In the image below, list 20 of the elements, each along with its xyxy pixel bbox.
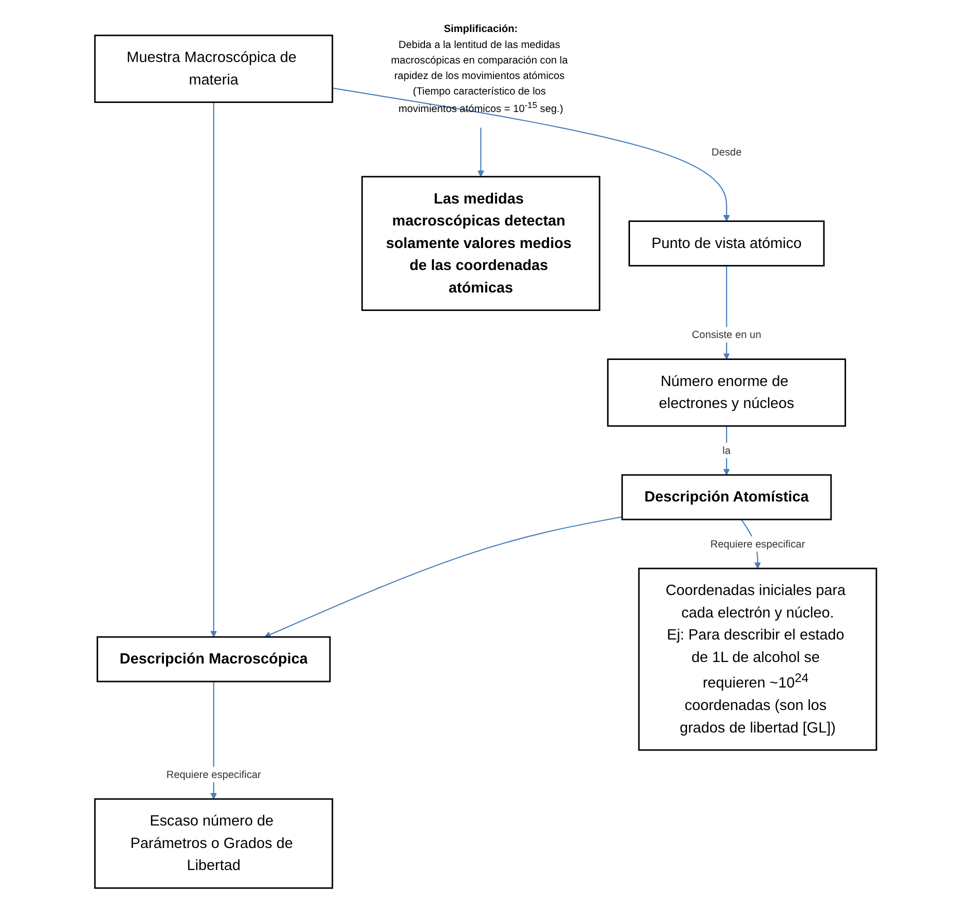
node-box: Muestra Macroscópica de materia bbox=[94, 34, 334, 103]
edge-label: Consiste en un bbox=[692, 328, 762, 340]
arrow bbox=[264, 516, 623, 638]
node-box: Escaso número de Parámetros o Grados de Libertad bbox=[94, 798, 334, 889]
edge-label: Requiere especificar bbox=[710, 538, 806, 550]
edge-label: Desde bbox=[712, 146, 742, 158]
node-box: Las medidas macroscópicas detectan solamente valores medios de las coordenadas atómicas bbox=[362, 176, 601, 311]
arrow bbox=[332, 88, 730, 222]
node-text: Simplificación: Debida a la lentitud de las medidas macroscópicas en comparación con la rapidez de los movimientos atómicos (Tiempo característico de los movimientos atómicos = 10$^{-15}$ seg.) bbox=[391, 22, 568, 114]
node-box: Descripción Macroscópica bbox=[96, 636, 332, 682]
node-box: Descripción Atomística bbox=[622, 474, 832, 520]
edge-label: la bbox=[722, 444, 731, 456]
arrow bbox=[210, 682, 218, 800]
arrow bbox=[210, 102, 218, 638]
node-box: Número enorme de electrones y núcleos bbox=[607, 358, 846, 427]
node-box: Coordenadas iniciales para cada electrón y núcleo. Ej: Para describir el estado de 1L de alcohol se requieren ~10$^{24}$ coordenadas (son los grados de libertad [GL]) bbox=[638, 568, 878, 751]
arrow bbox=[478, 128, 484, 177]
edge-label: Requiere especificar bbox=[166, 768, 262, 780]
arrow bbox=[724, 426, 730, 476]
node-box: Punto de vista atómico bbox=[628, 220, 825, 266]
